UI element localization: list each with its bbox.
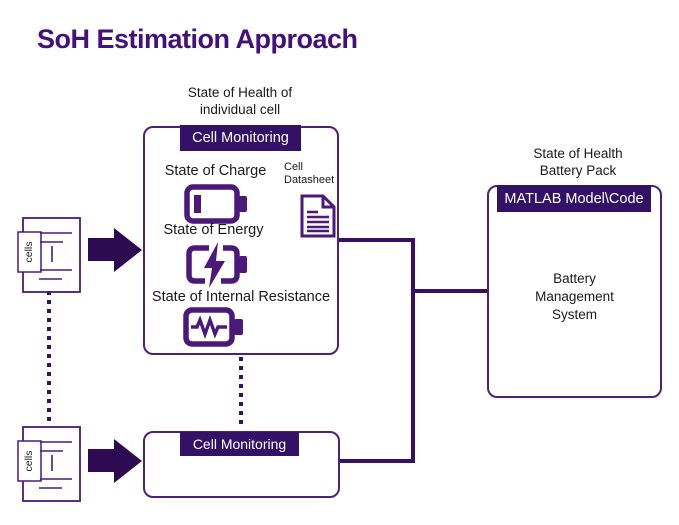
- battery-energy-icon: [186, 242, 247, 288]
- cells-label: cells: [23, 241, 35, 262]
- state-of-internal-resistance-label: State of Internal Resistance: [151, 289, 331, 305]
- state-of-charge-label: State of Charge: [164, 163, 267, 179]
- battery-cells-icon-top: cells: [17, 217, 81, 293]
- battery-cells-icon-bottom: cells: [17, 426, 81, 502]
- dotted-connector-boxes: [239, 357, 243, 429]
- bms-body-text: Battery Management System: [535, 271, 614, 323]
- battery-pack-caption: State of Health Battery Pack: [533, 146, 623, 179]
- datasheet-document-icon: [300, 194, 336, 238]
- page-title: SoH Estimation Approach: [37, 24, 358, 54]
- connector-to-bms: [411, 289, 487, 293]
- connector-bottom-horizontal: [339, 459, 414, 463]
- cell-monitoring-header-2: Cell Monitoring: [180, 432, 299, 456]
- connector-vertical: [411, 238, 415, 463]
- cell-monitoring-header: Cell Monitoring: [180, 125, 301, 151]
- arrow-right-icon-top: [88, 228, 142, 272]
- cell-datasheet-label: Cell Datasheet: [284, 161, 335, 186]
- battery-resistance-icon: [183, 307, 243, 347]
- dotted-connector-cells: [47, 291, 51, 424]
- matlab-model-header: MATLAB Model\Code: [497, 185, 651, 212]
- arrow-right-icon-bottom: [88, 439, 142, 483]
- cells-label: cells: [23, 450, 35, 471]
- bms-box: [487, 185, 662, 398]
- state-of-energy-label: State of Energy: [163, 222, 264, 238]
- individual-cell-caption: State of Health of individual cell: [187, 85, 293, 118]
- battery-charge-icon: [184, 184, 247, 224]
- connector-top-horizontal: [339, 238, 414, 242]
